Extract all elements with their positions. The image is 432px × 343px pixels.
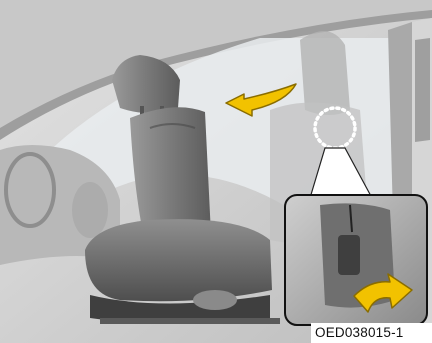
console-detail bbox=[72, 182, 108, 238]
seat-lever bbox=[193, 290, 237, 310]
rear-headrest bbox=[300, 31, 350, 115]
inset-release-lever bbox=[338, 235, 360, 275]
figure-code: OED038015-1 bbox=[311, 323, 432, 343]
front-cushion bbox=[85, 219, 272, 301]
door-trim bbox=[415, 38, 430, 142]
seat-rail bbox=[100, 318, 280, 324]
